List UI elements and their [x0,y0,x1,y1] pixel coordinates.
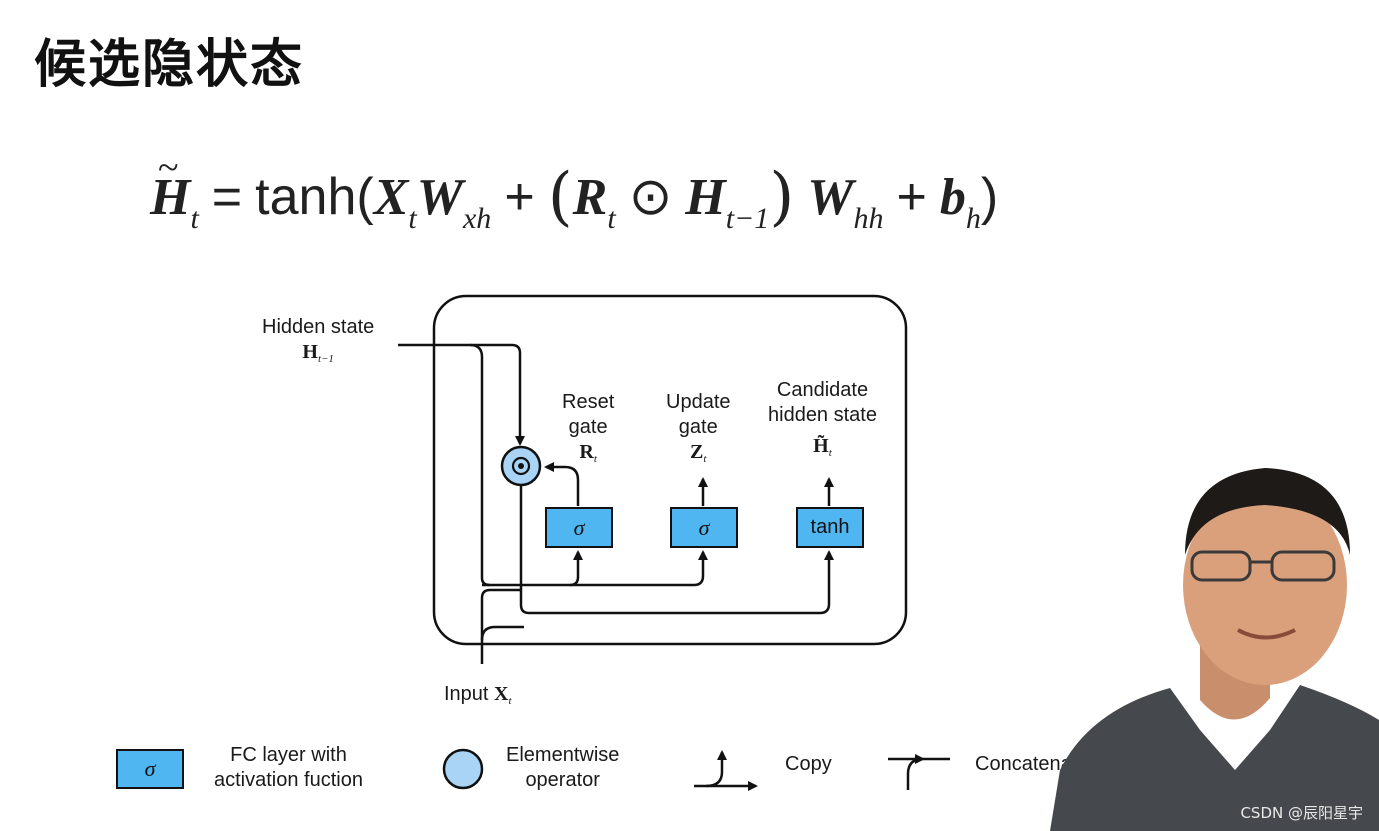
input-line [480,588,520,664]
reset-gate-symbol: Rt [579,441,597,465]
concat-line-to-reset [569,550,583,587]
legend-concat-icon [888,759,950,790]
formula-equals: = [211,168,243,226]
formula-tanh: tanh( [255,168,374,226]
hidden-state-line-to-concat [469,343,491,587]
candidate-tanh-box: tanh [796,507,864,548]
presenter-glasses-right [1270,550,1336,582]
legend-elementwise-icon [442,748,484,790]
formula-b-sub: h [965,202,981,235]
formula-plus-1: + [504,168,535,226]
legend-copy-icon-branch [705,750,727,788]
formula-plus-2: + [896,168,927,226]
legend-copy-label: Copy [785,753,832,775]
formula-tilde-mark: ~ [158,147,179,189]
formula-h-prev-sub: t−1 [725,202,770,235]
formula-x-sub: t [408,202,417,235]
hidden-state-line-to-operator [398,343,525,446]
formula-w-xh: W [416,169,463,226]
hidden-state-label: Hidden state Ht−1 [262,315,374,372]
input-branch-line [480,625,524,641]
formula-odot: ⊙ [628,168,673,226]
formula-close-paren: ) [980,168,999,226]
legend-elementwise-label: Elementwise operator [506,744,620,791]
formula-h-tilde: ~ H [150,147,191,226]
formula-r-sub: t [607,202,616,235]
legend-fc-label: FC layer with activation fuction [214,744,363,791]
operator-down-line [519,486,834,615]
update-gate-box: σ [670,507,738,548]
formula-x: X [373,169,409,226]
update-gate-label: Update gate Zt [666,390,731,472]
hidden-state-symbol: Ht−1 [302,341,334,365]
presenter-mouth [1237,628,1296,640]
formula-w-xh-sub: xh [462,202,492,235]
candidate-symbol: H̃t [813,435,832,459]
presenter-video [1050,468,1379,831]
reset-gate-box: σ [545,507,613,548]
input-label: Input Xt [444,683,512,707]
formula-b: b [939,169,966,226]
reset-gate-label: Reset gate Rt [562,390,614,472]
formula-rparen: ) [769,160,795,234]
formula-r: R [572,169,608,226]
candidate-state-formula: ~ Ht = tanh(XtWxh + (Rt ⊙ Ht−1) Whh + bh… [150,147,999,236]
presenter-face [1183,485,1347,685]
legend-fc-box: σ [116,749,184,789]
formula-h-prev: H [685,169,726,226]
gru-cell-border [432,294,908,646]
slide-title: 候选隐状态 [34,35,305,95]
presenter-hair [1185,468,1350,555]
input-symbol: Xt [494,683,512,707]
formula-h-sub: t [190,202,199,235]
presenter-shirt [1050,685,1379,831]
legend-concat-label: Concatena [975,753,1072,775]
update-gate-symbol: Zt [690,441,707,465]
reset-to-operator-line [544,462,580,506]
formula-lparen: ( [547,160,573,234]
elementwise-operator-ring [511,456,531,476]
formula-w-hh: W [807,169,854,226]
concat-line-to-update [482,550,708,587]
watermark: CSDN @辰阳星宇 [1240,804,1363,822]
candidate-hidden-state-label: Candidate hidden state H̃t [768,378,877,466]
elementwise-operator-dot [518,463,524,469]
presenter-glasses-left [1190,550,1252,582]
formula-w-hh-sub: hh [853,202,884,235]
